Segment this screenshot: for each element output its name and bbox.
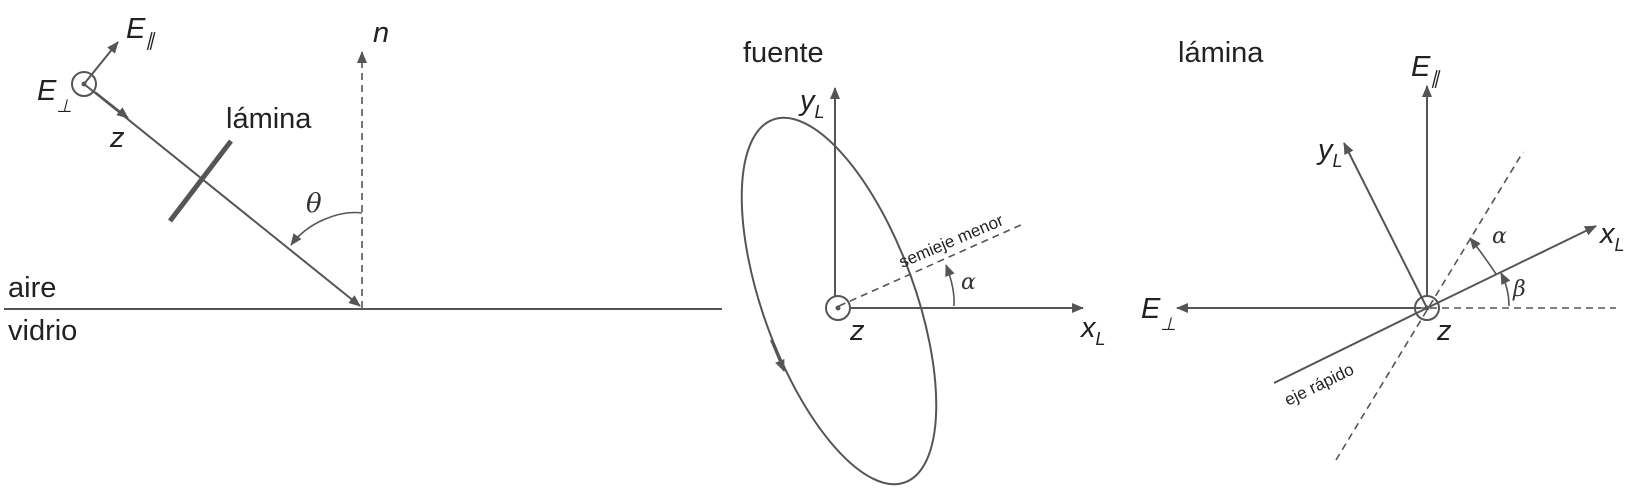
theta-label: θ (306, 189, 322, 219)
plate-label: lámina (226, 103, 312, 135)
e-par-arrow (83, 41, 119, 85)
e-perp-dot (81, 81, 87, 87)
beta-arc (1500, 272, 1511, 307)
y-axis (1343, 142, 1428, 309)
middle-panel: fuente yL xL z semieje menor α (740, 37, 1106, 486)
normal-label: n (373, 17, 389, 49)
y-label: yL (1316, 134, 1343, 171)
theta-arc (290, 211, 363, 246)
e-perp-label: E⊥ (37, 75, 72, 116)
left-panel: E∥ E⊥ z lámina n θ aire vidrio (4, 13, 722, 347)
beam-dir-arrow (94, 91, 129, 119)
fast-axis-line (1273, 307, 1428, 384)
air-label: aire (8, 272, 56, 304)
right-panel: lámina E∥ E⊥ yL xL z α β eje rápido (1141, 37, 1625, 461)
alpha-arc (945, 264, 955, 307)
z-label: z (1436, 315, 1452, 347)
z-label: z (109, 122, 125, 154)
beam-ray (83, 83, 361, 307)
e-par-label: E∥ (126, 13, 156, 50)
waveplate-bar (168, 139, 233, 223)
e-perp-label: E⊥ (1141, 293, 1176, 334)
e-perp-symbol (71, 71, 97, 97)
source-title: fuente (743, 37, 824, 69)
beta-label: β (1512, 277, 1526, 302)
x-axis (1426, 225, 1597, 309)
z-label: z (849, 315, 865, 347)
x-label: xL (1598, 218, 1625, 255)
z-symbol (1414, 295, 1440, 321)
alpha-label: α (1492, 224, 1507, 249)
z-dot (1424, 305, 1430, 311)
e-par-label: E∥ (1411, 51, 1441, 88)
diagonal-dashed-line (1335, 151, 1524, 461)
ellipse-direction-arrow (770, 339, 785, 372)
alpha-arc (1469, 237, 1497, 275)
minor-semiaxis-line (838, 223, 1024, 307)
alpha-label: α (961, 270, 976, 295)
fast-axis-label: eje rápido (1281, 360, 1356, 410)
plate-title: lámina (1178, 37, 1264, 69)
y-label: yL (798, 85, 825, 122)
z-dot (835, 305, 841, 311)
glass-label: vidrio (8, 315, 77, 347)
minor-semiaxis-label: semieje menor (896, 210, 1006, 271)
x-label: xL (1079, 312, 1106, 349)
z-symbol (825, 295, 851, 321)
